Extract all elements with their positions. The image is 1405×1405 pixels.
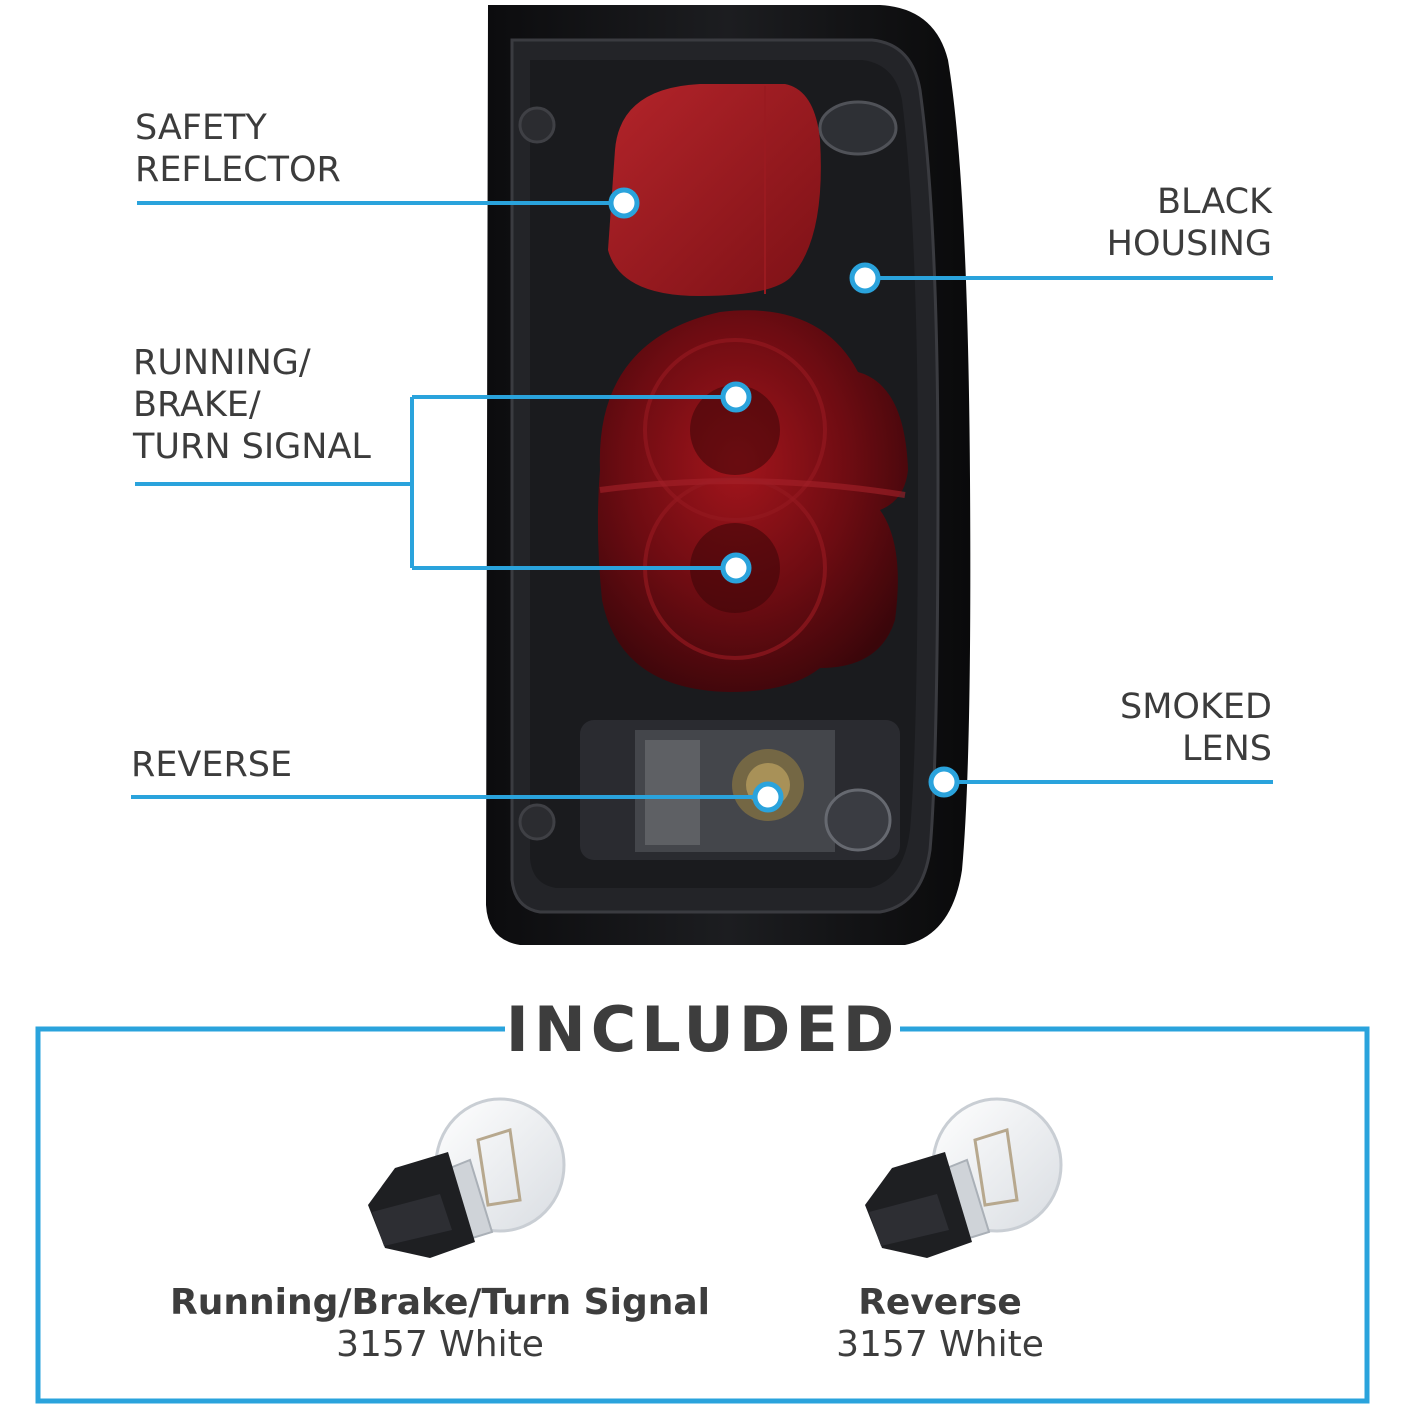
screw-top-left bbox=[518, 106, 556, 144]
smoked-clear-lens bbox=[818, 100, 898, 156]
screw-bottom-left bbox=[518, 803, 556, 841]
label-reverse: REVERSE bbox=[131, 745, 293, 785]
dot-smoked-lens bbox=[928, 766, 960, 798]
label-running-brake-turn: RUNNING/ BRAKE/ TURN SIGNAL bbox=[133, 343, 371, 467]
callout-lines bbox=[131, 201, 1273, 799]
bulb-name: Reverse bbox=[858, 1282, 1022, 1323]
bulb-spec: 3157 White bbox=[336, 1324, 544, 1365]
dot-running-lower bbox=[720, 552, 752, 584]
safety-reflector bbox=[608, 84, 821, 296]
callout-dots bbox=[608, 187, 960, 813]
tail-light-image bbox=[486, 5, 971, 945]
dot-running-upper bbox=[720, 381, 752, 413]
label-safety-reflector: SAFETY REFLECTOR bbox=[135, 108, 341, 190]
bulb-spec: 3157 White bbox=[836, 1324, 1044, 1365]
label-smoked-lens: SMOKED LENS bbox=[1120, 687, 1272, 769]
included-title: INCLUDED bbox=[505, 990, 900, 1070]
bulb-name: Running/Brake/Turn Signal bbox=[170, 1282, 710, 1323]
bulb-icon bbox=[865, 1097, 1063, 1258]
bulb-icon bbox=[368, 1097, 566, 1258]
dot-black-housing bbox=[849, 262, 881, 294]
bulb-caption-reverse: Reverse 3157 White bbox=[760, 1282, 1120, 1366]
dot-safety-reflector bbox=[608, 187, 640, 219]
leader-running-brake-turn bbox=[135, 395, 736, 570]
bulb-caption-running: Running/Brake/Turn Signal 3157 White bbox=[160, 1282, 720, 1366]
dot-reverse bbox=[752, 781, 784, 813]
label-black-housing: BLACK HOUSING bbox=[1106, 182, 1272, 264]
brake-lens bbox=[597, 310, 908, 692]
